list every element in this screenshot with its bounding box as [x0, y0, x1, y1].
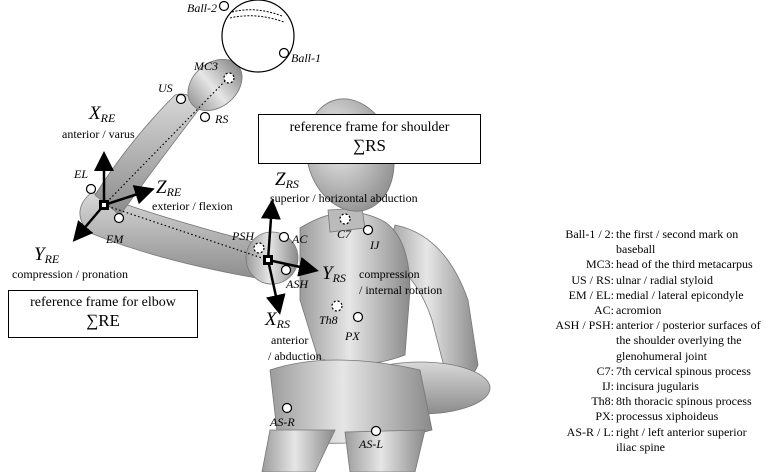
elbow-y-axis-label: YRE — [34, 245, 59, 265]
legend-key: AC: — [463, 303, 616, 318]
shoulder-y-axis-label: YRS — [322, 264, 346, 284]
elbow-x-description: anterior / varus — [62, 128, 135, 140]
marker-as-l — [372, 427, 381, 436]
legend-description: iliac spine — [616, 440, 765, 455]
legend-row: AC:acromion — [463, 303, 765, 318]
elbow-z-axis-label: ZRE — [156, 178, 181, 198]
shoulder-x-description-2: / abduction — [268, 350, 322, 362]
marker-ball-1 — [280, 49, 289, 58]
legend-key: Th8: — [463, 394, 616, 409]
shoulder-z-description: superior / horizontal abduction — [270, 192, 418, 204]
elbow-z-description: exterior / flexion — [152, 200, 233, 212]
shoulder-frame-symbol: ∑RS — [259, 136, 480, 156]
marker-th8 — [332, 301, 342, 311]
legend-key — [463, 333, 616, 348]
label-ash: ASH — [286, 278, 308, 290]
legend-key: C7: — [463, 364, 616, 379]
elbow-x-axis-label: XRE — [89, 104, 115, 124]
elbow-frame-box: reference frame for elbow ∑RE — [8, 290, 198, 338]
label-el: EL — [74, 168, 88, 180]
legend-row: iliac spine — [463, 440, 765, 455]
legend-description: anterior / posterior surfaces of — [616, 318, 765, 333]
label-th8: Th8 — [319, 314, 338, 326]
throwing-arm — [80, 49, 298, 284]
legend-description: acromion — [616, 303, 765, 318]
marker-em — [115, 214, 124, 223]
label-em: EM — [106, 233, 123, 245]
marker-el — [87, 185, 96, 194]
legend-key: EM / EL: — [463, 288, 616, 303]
marker-c7 — [340, 214, 350, 224]
shoulder-frame-box: reference frame for shoulder ∑RS — [258, 114, 481, 164]
label-rs: RS — [215, 113, 228, 125]
legend-key: PX: — [463, 409, 616, 424]
marker-ball-2 — [220, 2, 229, 11]
marker-rs — [201, 113, 210, 122]
shoulder-y-description-2: / internal rotation — [359, 284, 442, 296]
legend-description: 7th cervical spinous process — [616, 364, 765, 379]
legend-row: glenohumeral joint — [463, 349, 765, 364]
marker-px — [354, 313, 363, 322]
elbow-frame-symbol: ∑RE — [9, 311, 197, 331]
legend-row: PX:processus xiphoideus — [463, 409, 765, 424]
legend-row: IJ:incisura jugularis — [463, 379, 765, 394]
legend-row: EM / EL:medial / lateral epicondyle — [463, 288, 765, 303]
legend-key: IJ: — [463, 379, 616, 394]
label-px: PX — [345, 330, 360, 342]
label-as-r: AS-R — [270, 416, 295, 428]
marker-ij — [364, 226, 373, 235]
legend-description: head of the third metacarpus — [616, 257, 765, 272]
legend-key: MC3: — [463, 257, 616, 272]
marker-legend: Ball-1 / 2:the first / second mark on ba… — [463, 227, 765, 455]
elbow-y-description: compression / pronation — [12, 268, 128, 280]
legend-row: Th8:8th thoracic spinous process — [463, 394, 765, 409]
shoulder-x-description-1: anterior — [271, 334, 308, 346]
marker-ac — [280, 233, 289, 242]
legend-key — [463, 349, 616, 364]
legend-key — [463, 440, 616, 455]
label-ball-1: Ball-1 — [291, 52, 321, 64]
legend-row: ASH / PSH:anterior / posterior surfaces … — [463, 318, 765, 333]
legend-description: the first / second mark on baseball — [616, 227, 765, 257]
label-mc3: MC3 — [194, 60, 218, 72]
legend-row: C7:7th cervical spinous process — [463, 364, 765, 379]
legend-description: medial / lateral epicondyle — [616, 288, 765, 303]
legend-description: the shoulder overlying the — [616, 333, 765, 348]
marker-ash — [282, 266, 291, 275]
legend-row: the shoulder overlying the — [463, 333, 765, 348]
legend-row: MC3:head of the third metacarpus — [463, 257, 765, 272]
legend-key: Ball-1 / 2: — [463, 227, 616, 257]
legend-description: incisura jugularis — [616, 379, 765, 394]
baseball — [222, 0, 294, 72]
legend-description: glenohumeral joint — [616, 349, 765, 364]
marker-us — [177, 95, 186, 104]
marker-psh — [254, 243, 264, 253]
legend-description: 8th thoracic spinous process — [616, 394, 765, 409]
shoulder-frame-title: reference frame for shoulder — [259, 120, 480, 136]
legend-description: processus xiphoideus — [616, 409, 765, 424]
label-c7: C7 — [337, 228, 351, 240]
legend-row: AS-R / L:right / left anterior superior — [463, 425, 765, 440]
legend-key: US / RS: — [463, 273, 616, 288]
elbow-frame-title: reference frame for elbow — [9, 295, 197, 311]
legend-row: US / RS:ulnar / radial styloid — [463, 273, 765, 288]
label-ac: AC — [292, 233, 307, 245]
marker-as-r — [283, 404, 292, 413]
legend-row: Ball-1 / 2:the first / second mark on ba… — [463, 227, 765, 257]
shoulder-x-axis-label: XRS — [265, 310, 290, 330]
label-psh: PSH — [232, 230, 254, 242]
label-ij: IJ — [370, 239, 379, 251]
marker-mc3 — [224, 73, 234, 83]
label-us: US — [158, 82, 173, 94]
label-as-l: AS-L — [359, 438, 383, 450]
shoulder-z-axis-label: ZRS — [275, 170, 299, 190]
shoulder-y-description-1: compression — [359, 268, 420, 280]
label-ball-2: Ball-2 — [187, 2, 217, 14]
legend-description: right / left anterior superior — [616, 425, 765, 440]
legend-key: ASH / PSH: — [463, 318, 616, 333]
legend-description: ulnar / radial styloid — [616, 273, 765, 288]
legend-key: AS-R / L: — [463, 425, 616, 440]
